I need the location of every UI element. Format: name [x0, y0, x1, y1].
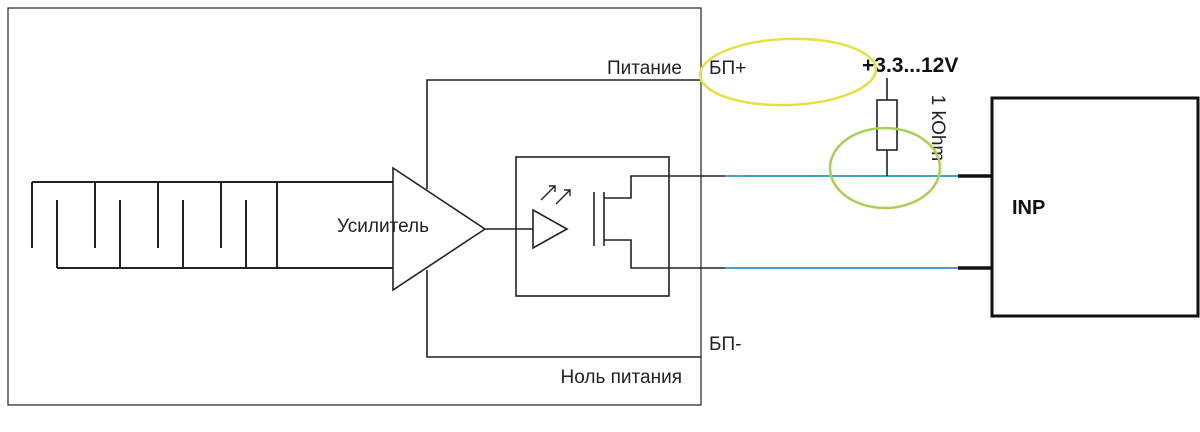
- psu-plus-label: БП+: [709, 58, 746, 79]
- input-stubs: [958, 174, 992, 270]
- yellow-highlight: [698, 37, 878, 107]
- psu-minus-label: БП-: [709, 334, 741, 355]
- input-label: INP: [1012, 197, 1045, 219]
- light-emission-icon: [540, 185, 571, 205]
- resistor-value-label: 1 kOhm: [927, 95, 948, 162]
- power-zero-label: Ноль питания: [561, 367, 683, 388]
- power-label: Питание: [607, 58, 682, 79]
- led-symbol: [532, 208, 569, 250]
- signal-wires: [725, 175, 958, 269]
- optocoupler-box: [515, 156, 670, 297]
- power-rails: [426, 79, 701, 358]
- amplifier-symbol: [392, 166, 487, 292]
- green-highlight: [828, 126, 942, 210]
- pull-up-resistor: [876, 78, 898, 176]
- comb-electrode: [31, 181, 393, 269]
- supply-voltage-label: +3.3...12V: [862, 54, 958, 77]
- sensor-housing: [7, 7, 702, 406]
- amplifier-label: Усилитель: [337, 216, 429, 237]
- input-block: [990, 96, 1200, 318]
- phototransistor-symbol: [593, 175, 725, 269]
